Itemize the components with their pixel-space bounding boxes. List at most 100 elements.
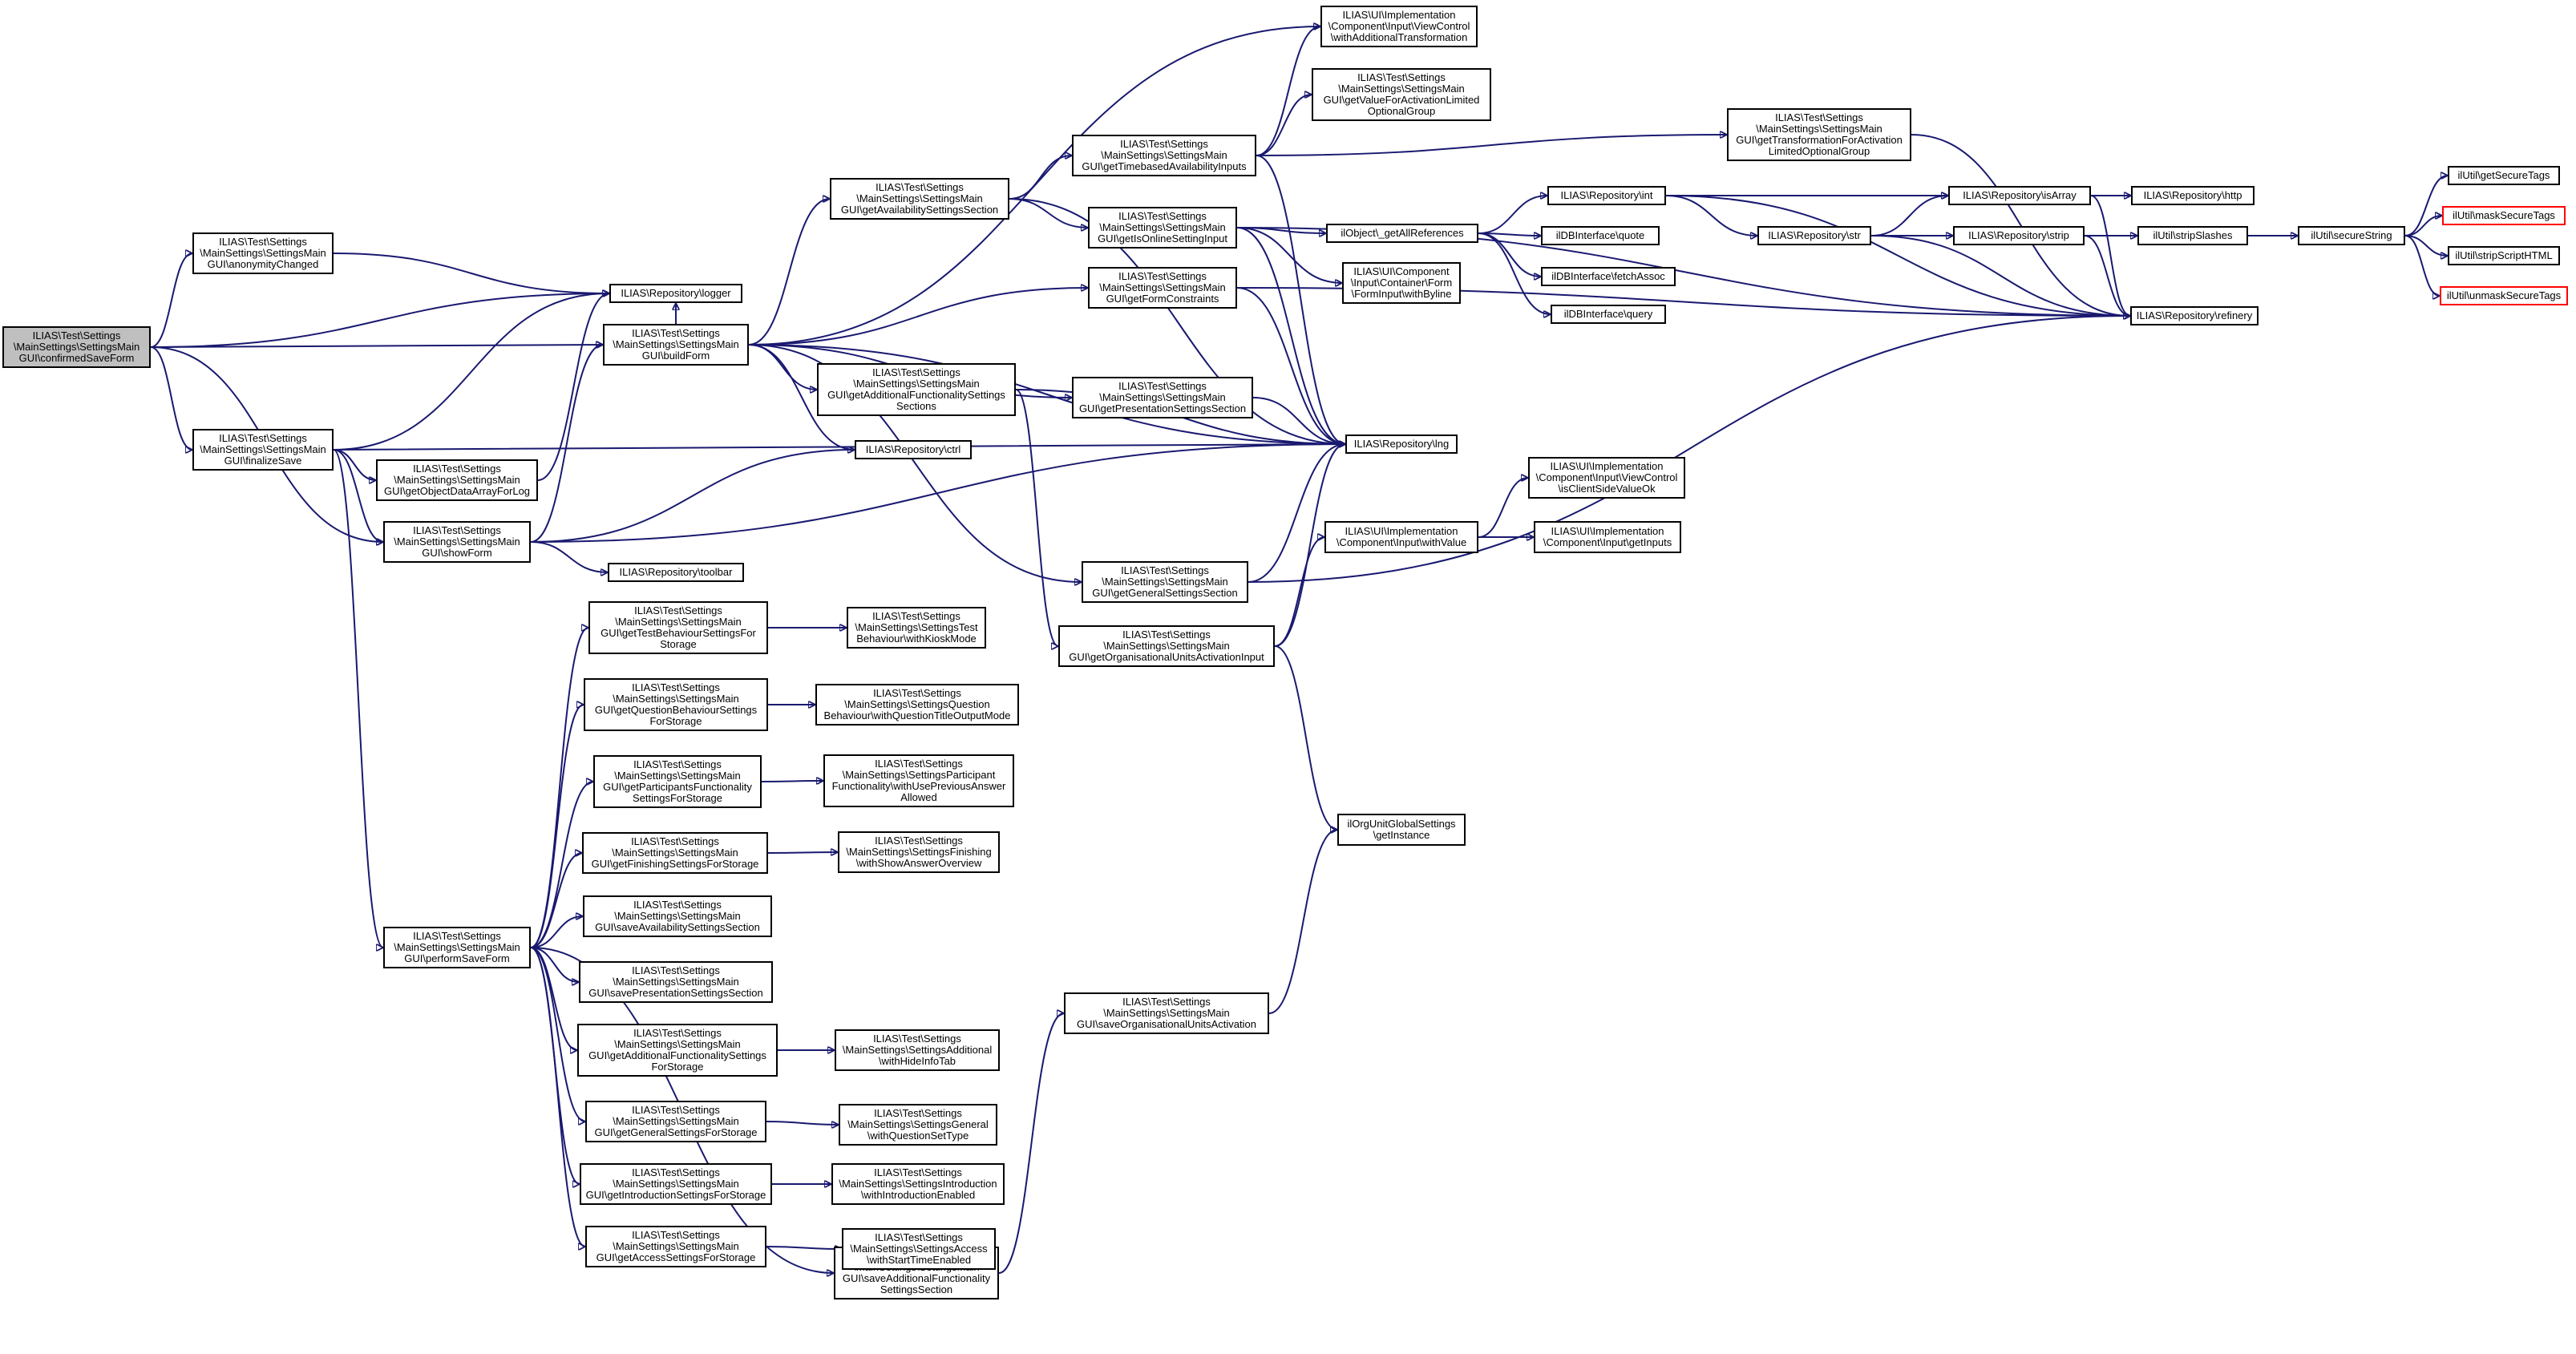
node-secureString[interactable]: ilUtil\secureString [2298,226,2405,245]
node-saveAvailabilitySettingsSection[interactable]: ILIAS\Test\Settings \MainSettings\Settin… [583,895,772,937]
edge-getGeneralSettingsSection-to-lng [1248,444,1345,583]
node-ctrl[interactable]: ILIAS\Repository\ctrl [855,440,972,459]
node-getTestBehaviourSettingsForStorage[interactable]: ILIAS\Test\Settings \MainSettings\Settin… [588,601,768,654]
node-getGeneralSettingsSection[interactable]: ILIAS\Test\Settings \MainSettings\Settin… [1082,561,1248,603]
edge-repoStr-to-refinery [1870,235,2130,316]
node-getAccessSettingsForStorage[interactable]: ILIAS\Test\Settings \MainSettings\Settin… [585,1226,766,1267]
node-anonymityChanged[interactable]: ILIAS\Test\Settings \MainSettings\Settin… [192,232,334,274]
edge-buildForm-to-getAvailabilitySettingsSection [748,199,831,346]
node-getFinishingSettingsForStorage[interactable]: ILIAS\Test\Settings \MainSettings\Settin… [582,832,768,874]
node-repoInt[interactable]: ILIAS\Repository\int [1547,186,1666,205]
node-withHideInfoTab[interactable]: ILIAS\Test\Settings \MainSettings\Settin… [835,1029,1000,1071]
node-logger[interactable]: ILIAS\Repository\logger [609,284,742,303]
edge-getAvailabilitySettingsSection-to-getTimebasedAvailabilityInputs [1009,156,1072,200]
node-getGeneralSettingsForStorage[interactable]: ILIAS\Test\Settings \MainSettings\Settin… [585,1101,766,1142]
edge-buildForm-to-lng [748,344,1345,444]
node-toolbar[interactable]: ILIAS\Repository\toolbar [608,563,744,582]
edge-secureString-to-maskSecureTags [2404,216,2443,236]
node-finalizeSave[interactable]: ILIAS\Test\Settings \MainSettings\Settin… [192,429,334,471]
edge-confirmedSaveForm-to-anonymityChanged [150,253,193,348]
node-withKioskMode[interactable]: ILIAS\Test\Settings \MainSettings\Settin… [847,607,986,649]
edge-confirmedSaveForm-to-buildForm [150,345,603,347]
node-withValue[interactable]: ILIAS\UI\Implementation \Component\Input… [1324,521,1478,553]
edge-getParticipantsFunctionalitySettingsForStorage-to-withUsePreviousAnswerAllowed [761,781,823,782]
edge-getTransformationForActivationLimitedOptionalGroup-to-refinery [1911,134,2130,316]
edge-getPresentationSettingsSection-to-lng [1252,397,1345,444]
node-getAllReferences[interactable]: ilObject\_getAllReferences [1326,224,1478,243]
node-ilOrgUnitGlobalSettingsGetInstance[interactable]: ilOrgUnitGlobalSettings \getInstance [1337,814,1466,846]
node-savePresentationSettingsSection[interactable]: ILIAS\Test\Settings \MainSettings\Settin… [579,961,773,1003]
node-withQuestionSetType[interactable]: ILIAS\Test\Settings \MainSettings\Settin… [839,1104,997,1146]
edge-getAdditionalFunctionalitySettingsSections-to-getOrganisationalUnitsActivationInput [1015,389,1059,646]
node-getIntroductionSettingsForStorage[interactable]: ILIAS\Test\Settings \MainSettings\Settin… [580,1163,772,1205]
edge-buildForm-to-getGeneralSettingsSection [748,344,1082,582]
edge-buildForm-to-getAdditionalFunctionalitySettingsSections [748,344,817,390]
node-getFormConstraints[interactable]: ILIAS\Test\Settings \MainSettings\Settin… [1088,267,1237,309]
node-maskSecureTags[interactable]: ilUtil\maskSecureTags [2442,206,2566,225]
edge-withValue-to-isClientSideValueOk [1478,478,1529,538]
edge-getOrganisationalUnitsActivationInput-to-lng [1274,444,1346,647]
node-fetchAssoc[interactable]: ilDBInterface\fetchAssoc [1541,267,1676,286]
node-lng[interactable]: ILIAS\Repository\lng [1345,434,1458,454]
node-withShowAnswerOverview[interactable]: ILIAS\Test\Settings \MainSettings\Settin… [838,831,1000,873]
node-getObjectDataArrayForLog[interactable]: ILIAS\Test\Settings \MainSettings\Settin… [376,459,538,501]
node-isArray[interactable]: ILIAS\Repository\isArray [1948,186,2091,205]
node-withUsePreviousAnswerAllowed[interactable]: ILIAS\Test\Settings \MainSettings\Settin… [823,754,1014,807]
node-getParticipantsFunctionalitySettingsForStorage[interactable]: ILIAS\Test\Settings \MainSettings\Settin… [593,755,762,808]
node-withStartTimeEnabled[interactable]: ILIAS\Test\Settings \MainSettings\Settin… [842,1228,996,1270]
node-getOrganisationalUnitsActivationInput[interactable]: ILIAS\Test\Settings \MainSettings\Settin… [1058,625,1275,667]
node-saveOrganisationalUnitsActivation[interactable]: ILIAS\Test\Settings \MainSettings\Settin… [1064,992,1269,1034]
node-getTimebasedAvailabilityInputs[interactable]: ILIAS\Test\Settings \MainSettings\Settin… [1072,135,1256,176]
node-showForm[interactable]: ILIAS\Test\Settings \MainSettings\Settin… [383,521,531,563]
edge-getOrganisationalUnitsActivationInput-to-ilOrgUnitGlobalSettingsGetInstance [1274,645,1338,830]
edge-finalizeSave-to-showForm [333,449,384,542]
node-getInputs[interactable]: ILIAS\UI\Implementation \Component\Input… [1534,521,1681,553]
node-unmaskSecureTags[interactable]: ilUtil\unmaskSecureTags [2440,286,2568,305]
node-stripScriptHTML[interactable]: ilUtil\stripScriptHTML [2448,246,2560,265]
edge-performSaveForm-to-getFinishingSettingsForStorage [530,853,583,948]
edge-getAvailabilitySettingsSection-to-lng [1009,198,1345,444]
node-performSaveForm[interactable]: ILIAS\Test\Settings \MainSettings\Settin… [383,927,531,968]
edge-strip-to-refinery [2084,235,2131,316]
node-getAdditionalFunctionalitySettingsForStorage[interactable]: ILIAS\Test\Settings \MainSettings\Settin… [577,1024,778,1077]
edge-secureString-to-getSecureTags [2404,176,2449,236]
node-buildForm[interactable]: ILIAS\Test\Settings \MainSettings\Settin… [603,324,749,366]
node-withQuestionTitleOutputMode[interactable]: ILIAS\Test\Settings \MainSettings\Settin… [815,684,1019,726]
node-refinery[interactable]: ILIAS\Repository\refinery [2130,306,2259,325]
edge-secureString-to-unmaskSecureTags [2404,235,2441,296]
node-query[interactable]: ilDBInterface\query [1551,305,1666,324]
node-isClientSideValueOk[interactable]: ILIAS\UI\Implementation \Component\Input… [1528,457,1685,499]
node-withIntroductionEnabled[interactable]: ILIAS\Test\Settings \MainSettings\Settin… [831,1163,1005,1205]
node-getAdditionalFunctionalitySettingsSections[interactable]: ILIAS\Test\Settings \MainSettings\Settin… [817,363,1016,416]
node-getAvailabilitySettingsSection[interactable]: ILIAS\Test\Settings \MainSettings\Settin… [830,178,1009,220]
edge-showForm-to-toolbar [530,541,608,572]
edge-getTimebasedAvailabilityInputs-to-withAdditionalTransformation [1256,26,1321,156]
node-http[interactable]: ILIAS\Repository\http [2131,186,2255,205]
edge-getTimebasedAvailabilityInputs-to-getTransformationForActivationLimitedOptionalGroup [1256,135,1727,156]
node-getPresentationSettingsSection[interactable]: ILIAS\Test\Settings \MainSettings\Settin… [1072,377,1253,418]
edge-getFormConstraints-to-lng [1236,287,1345,444]
node-repoStr[interactable]: ILIAS\Repository\str [1757,226,1871,245]
edge-saveOrganisationalUnitsActivation-to-ilOrgUnitGlobalSettingsGetInstance [1268,830,1338,1014]
edge-getAccessSettingsForStorage-to-withStartTimeEnabled [766,1247,842,1249]
node-confirmedSaveForm[interactable]: ILIAS\Test\Settings \MainSettings\Settin… [2,326,151,368]
node-quote[interactable]: ilDBInterface\quote [1541,226,1660,245]
node-withAdditionalTransformation[interactable]: ILIAS\UI\Implementation \Component\Input… [1320,6,1478,47]
edge-getTimebasedAvailabilityInputs-to-getValueForActivationLimitedOptionalGroup [1256,95,1312,156]
edge-confirmedSaveForm-to-finalizeSave [150,346,193,450]
edge-getGeneralSettingsForStorage-to-withQuestionSetType [766,1121,839,1125]
node-withByline[interactable]: ILIAS\UI\Component \Input\Container\Form… [1342,262,1461,304]
edge-finalizeSave-to-performSaveForm [333,449,384,948]
node-getValueForActivationLimitedOptionalGroup[interactable]: ILIAS\Test\Settings \MainSettings\Settin… [1312,68,1491,121]
node-getSecureTags[interactable]: ilUtil\getSecureTags [2448,166,2560,185]
edge-confirmedSaveForm-to-logger [150,293,609,348]
edge-performSaveForm-to-getTestBehaviourSettingsForStorage [530,628,589,948]
node-getIsOnlineSettingInput[interactable]: ILIAS\Test\Settings \MainSettings\Settin… [1088,207,1237,249]
edge-finalizeSave-to-logger [333,293,609,451]
node-getTransformationForActivationLimitedOptionalGroup[interactable]: ILIAS\Test\Settings \MainSettings\Settin… [1727,108,1911,161]
edge-showForm-to-ctrl [530,450,855,543]
node-stripSlashes[interactable]: ilUtil\stripSlashes [2137,226,2248,245]
node-getQuestionBehaviourSettingsForStorage[interactable]: ILIAS\Test\Settings \MainSettings\Settin… [584,678,768,731]
node-strip[interactable]: ILIAS\Repository\strip [1953,226,2085,245]
